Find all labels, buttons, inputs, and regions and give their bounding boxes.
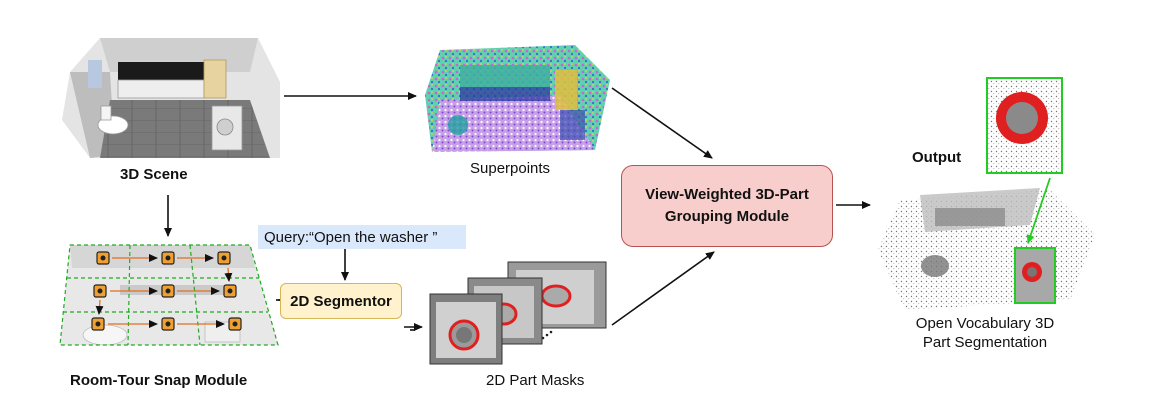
arrow-masks-to-grouping [611, 251, 715, 326]
label-part-masks: 2D Part Masks [486, 372, 585, 389]
camera-grid [59, 244, 279, 346]
camera-tour-arrows [95, 254, 233, 328]
segmentor-box: 2D Segmentor [280, 283, 402, 319]
label-output: Output [912, 149, 962, 166]
label-result-line1: Open Vocabulary 3D [915, 315, 1055, 332]
room-tour-image [59, 244, 279, 346]
grouping-label-line2: Grouping Module [664, 208, 790, 225]
label-result: Open Vocabulary 3D Part Segmentation [906, 314, 1064, 352]
query-text: Query:“Open the washer ” [264, 228, 438, 246]
superpoints-image [425, 45, 610, 152]
label-3d-scene: 3D Scene [120, 166, 188, 183]
label-superpoints: Superpoints [470, 160, 551, 177]
flow-arrows [164, 87, 871, 331]
arrow-superpoints-to-grouping [611, 87, 713, 159]
grouping-module-box: View-Weighted 3D-Part Grouping Module [621, 165, 833, 247]
label-room-tour: Room-Tour Snap Module [70, 372, 248, 389]
segmentor-label: 2D Segmentor [290, 292, 392, 310]
part-masks-image [429, 261, 607, 365]
label-result-line2: Part Segmentation [922, 334, 1048, 351]
query-box: Query:“Open the washer ” [258, 225, 466, 249]
output-image [878, 77, 1095, 310]
grouping-label-line1: View-Weighted 3D-Part [645, 186, 809, 203]
scene-3d-image [62, 38, 280, 158]
